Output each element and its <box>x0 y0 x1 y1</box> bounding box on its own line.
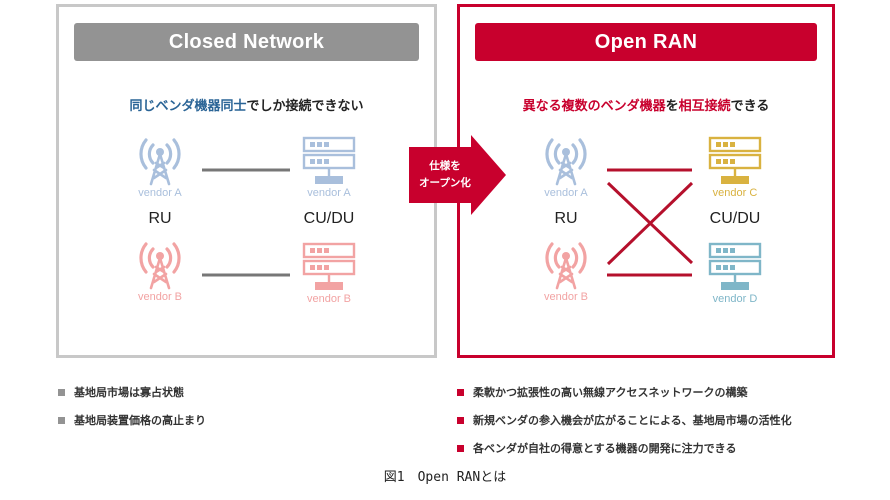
arrow-label: 仕様を オープン化 <box>409 158 481 192</box>
bullet-text: 基地局市場は寡占状態 <box>74 386 184 399</box>
bullet-text: 基地局装置価格の高止まり <box>74 414 206 427</box>
open-cudu-vendor-c: vendor C <box>695 136 775 199</box>
subtitle-rest: でしか接続できない <box>246 99 364 114</box>
figure-caption: 図1 Open RANとは <box>383 470 507 485</box>
open-ran-title: Open RAN <box>475 23 817 61</box>
open-ran-panel: Open RAN 異なる複数のベンダ機器を相互接続できる <box>457 4 835 358</box>
antenna-tower-icon <box>545 138 587 186</box>
open-ru-vendor-a: vendor A <box>526 130 606 199</box>
closed-cudu-vendor-b: vendor B <box>289 242 369 305</box>
open-bullet-list: 柔軟かつ拡張性の高い無線アクセスネットワークの構築 新規ベンダの参入機会が広がる… <box>457 378 792 462</box>
closed-cudu-label: CU/DU <box>303 210 355 227</box>
antenna-tower-icon <box>139 242 181 290</box>
closed-ru-vendor-b: vendor B <box>120 234 200 303</box>
arrow-label-line1: 仕様を <box>429 160 461 172</box>
bullet-item: 各ベンダが自社の得意とする機器の開発に注力できる <box>457 434 792 462</box>
closed-network-panel: Closed Network 同じベンダ機器同士でしか接続できない <box>56 4 437 358</box>
bullet-square-icon <box>457 388 464 396</box>
subtitle-part-4: できる <box>730 99 770 114</box>
bullet-square-icon <box>58 416 65 424</box>
open-cudu-vendor-d: vendor D <box>695 242 775 305</box>
vendor-label: vendor D <box>712 293 758 305</box>
server-rack-icon <box>708 136 762 184</box>
open-ran-subtitle: 異なる複数のベンダ機器を相互接続できる <box>460 95 832 114</box>
vendor-label: vendor A <box>544 187 588 199</box>
open-ru-label: RU <box>554 210 578 227</box>
closed-cudu-vendor-a: vendor A <box>289 136 369 199</box>
bullet-text: 柔軟かつ拡張性の高い無線アクセスネットワークの構築 <box>473 386 748 399</box>
server-rack-icon <box>302 242 356 290</box>
open-spec-arrow-icon <box>409 135 506 215</box>
arrow-label-line2: オープン化 <box>419 177 471 189</box>
server-rack-icon <box>302 136 356 184</box>
bullet-square-icon <box>58 388 65 396</box>
open-cudu-label: CU/DU <box>709 210 761 227</box>
closed-ru-vendor-a: vendor A <box>120 130 200 199</box>
bullet-item: 基地局市場は寡占状態 <box>58 378 206 406</box>
bullet-text: 各ベンダが自社の得意とする機器の開発に注力できる <box>473 442 737 455</box>
vendor-label: vendor B <box>137 291 183 303</box>
closed-ru-label: RU <box>148 210 172 227</box>
bullet-item: 基地局装置価格の高止まり <box>58 406 206 434</box>
open-ru-vendor-b: vendor B <box>526 234 606 303</box>
bullet-item: 新規ベンダの参入機会が広がることによる、基地局市場の活性化 <box>457 406 792 434</box>
antenna-tower-icon <box>545 242 587 290</box>
vendor-label: vendor C <box>712 187 758 199</box>
bullet-square-icon <box>457 444 464 452</box>
subtitle-part-2: を <box>665 99 679 114</box>
closed-network-title: Closed Network <box>74 23 419 61</box>
bullet-text: 新規ベンダの参入機会が広がることによる、基地局市場の活性化 <box>473 414 792 427</box>
vendor-label: vendor B <box>543 291 589 303</box>
bullet-item: 柔軟かつ拡張性の高い無線アクセスネットワークの構築 <box>457 378 792 406</box>
antenna-tower-icon <box>139 138 181 186</box>
subtitle-part-1: 異なる複数のベンダ機器 <box>522 99 666 114</box>
vendor-label: vendor A <box>138 187 182 199</box>
subtitle-part-3: 相互接続 <box>678 99 731 114</box>
bullet-square-icon <box>457 416 464 424</box>
closed-bullet-list: 基地局市場は寡占状態 基地局装置価格の高止まり <box>58 378 206 434</box>
subtitle-highlight: 同じベンダ機器同士 <box>129 99 247 114</box>
closed-network-subtitle: 同じベンダ機器同士でしか接続できない <box>59 95 434 114</box>
vendor-label: vendor A <box>307 187 351 199</box>
vendor-label: vendor B <box>306 293 352 305</box>
server-rack-icon <box>708 242 762 290</box>
